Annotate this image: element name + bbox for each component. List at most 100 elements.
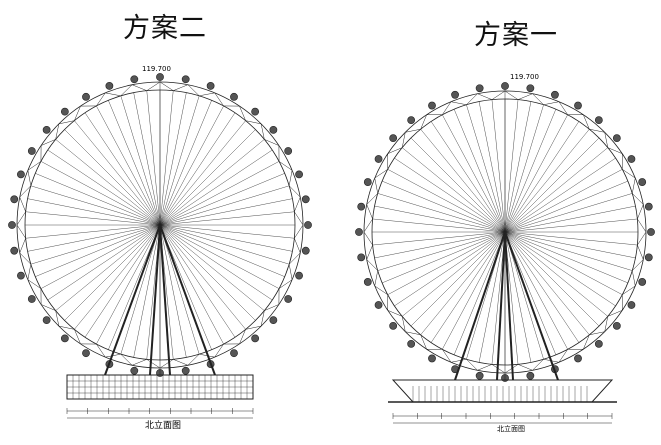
spoke bbox=[504, 231, 608, 317]
truss-member bbox=[374, 169, 388, 179]
spoke bbox=[27, 198, 161, 226]
truss-member bbox=[622, 169, 636, 179]
truss-member bbox=[239, 329, 246, 344]
truss-member bbox=[294, 238, 301, 253]
cabin-icon bbox=[105, 82, 114, 90]
spoke bbox=[453, 109, 506, 233]
cabin-icon bbox=[374, 301, 383, 309]
spoke bbox=[504, 231, 544, 360]
truss-member bbox=[442, 349, 452, 363]
spoke bbox=[159, 173, 285, 226]
cabin-icon bbox=[82, 349, 90, 358]
truss-member bbox=[363, 231, 373, 246]
caption-scheme-2: 北立面图 bbox=[145, 419, 181, 431]
spoke bbox=[466, 104, 506, 233]
spoke bbox=[394, 157, 506, 233]
truss-member bbox=[159, 81, 174, 91]
truss-member bbox=[420, 334, 427, 350]
truss-member bbox=[532, 359, 544, 371]
spoke bbox=[382, 180, 506, 233]
cabin-icon bbox=[27, 295, 36, 303]
cabin-icon bbox=[389, 321, 398, 330]
spoke bbox=[478, 101, 506, 233]
spoke bbox=[159, 139, 265, 226]
cabin-icon bbox=[357, 202, 366, 211]
cabin-icon bbox=[407, 339, 416, 348]
spoke bbox=[387, 231, 506, 295]
truss-member bbox=[637, 231, 647, 246]
cabin-icon bbox=[526, 371, 535, 380]
spoke bbox=[120, 95, 161, 226]
truss-member bbox=[96, 343, 106, 358]
spoke bbox=[504, 99, 519, 233]
spoke bbox=[108, 100, 161, 226]
truss-member bbox=[604, 132, 609, 148]
spoke bbox=[146, 90, 161, 226]
cabin-icon bbox=[627, 301, 636, 309]
spoke bbox=[159, 112, 236, 226]
truss-member bbox=[637, 244, 644, 260]
cabin-icon bbox=[60, 107, 69, 116]
cabin-icon bbox=[27, 147, 36, 155]
cabin-icon bbox=[42, 125, 51, 134]
truss-member bbox=[558, 101, 568, 115]
spoke bbox=[159, 224, 224, 345]
cabin-icon bbox=[230, 349, 238, 358]
truss-member bbox=[278, 161, 293, 171]
spoke bbox=[442, 114, 506, 233]
spoke bbox=[504, 205, 636, 233]
support-leg bbox=[104, 224, 161, 376]
base-platform bbox=[391, 379, 614, 403]
support-leg bbox=[149, 224, 161, 376]
spoke bbox=[374, 205, 506, 233]
truss-member bbox=[96, 92, 106, 107]
elevation-label-scheme-1: 119.700 bbox=[510, 73, 539, 81]
spoke bbox=[159, 95, 200, 226]
spoke bbox=[159, 224, 285, 277]
truss-member bbox=[264, 304, 279, 311]
spoke bbox=[504, 231, 633, 271]
truss-member bbox=[366, 204, 373, 220]
cabin-icon bbox=[130, 75, 139, 84]
truss-member bbox=[132, 84, 147, 91]
spoke bbox=[159, 224, 295, 239]
cabin-icon bbox=[301, 246, 310, 255]
spoke bbox=[159, 224, 256, 321]
spoke bbox=[35, 173, 161, 226]
spoke bbox=[40, 224, 161, 289]
cabin-icon bbox=[295, 271, 303, 280]
truss-member bbox=[214, 343, 224, 358]
spoke bbox=[504, 109, 557, 233]
spoke bbox=[55, 139, 161, 226]
cabin-icon bbox=[304, 221, 312, 229]
truss-member bbox=[27, 170, 32, 186]
spoke bbox=[84, 112, 161, 226]
spoke bbox=[133, 92, 161, 226]
cabin-icon bbox=[17, 271, 25, 280]
cabin-icon bbox=[389, 134, 398, 143]
cabin-icon bbox=[10, 195, 19, 204]
spoke bbox=[420, 231, 506, 335]
truss-member bbox=[187, 354, 200, 366]
cabin-icon bbox=[251, 334, 260, 343]
truss-member bbox=[27, 279, 42, 289]
spoke bbox=[394, 231, 506, 307]
cabin-icon bbox=[284, 147, 293, 155]
truss-member bbox=[632, 259, 644, 271]
spoke bbox=[504, 137, 600, 233]
ferris-wheel-scheme-2 bbox=[8, 73, 312, 419]
truss-member bbox=[374, 177, 378, 194]
cabin-icon bbox=[407, 116, 416, 125]
spoke bbox=[504, 231, 580, 343]
truss-member bbox=[289, 252, 301, 265]
spoke bbox=[504, 231, 590, 335]
truss-member bbox=[27, 264, 32, 280]
truss-member bbox=[74, 329, 81, 344]
spoke bbox=[504, 231, 638, 246]
cabin-icon bbox=[627, 155, 636, 163]
spoke bbox=[96, 105, 161, 226]
caption-scheme-1: 北立面图 bbox=[497, 424, 525, 433]
cabin-icon bbox=[130, 366, 139, 375]
support-leg bbox=[504, 231, 514, 381]
spoke bbox=[47, 224, 161, 301]
